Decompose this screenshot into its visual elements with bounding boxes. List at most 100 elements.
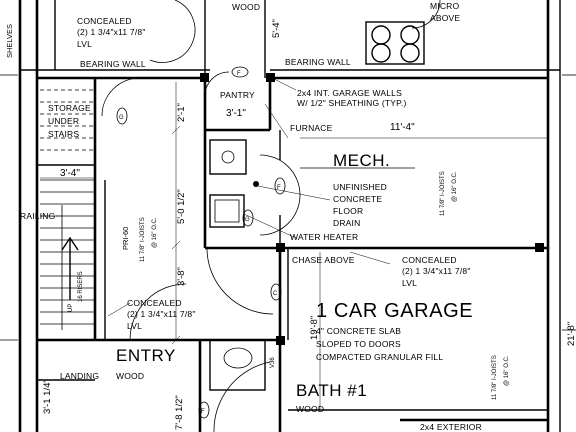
railing-label: RAILING	[20, 211, 55, 221]
column-block	[276, 336, 285, 345]
concrete-label: CONCRETE	[333, 194, 382, 204]
tag-circle	[231, 66, 249, 78]
tag-circle	[270, 283, 282, 301]
burner-icon	[371, 43, 391, 63]
water-heater-label: WATER HEATER	[290, 232, 358, 242]
up-arrow-icon	[61, 236, 79, 300]
joists-left-1: 11 7/8" I-JOISTS	[140, 217, 146, 262]
concealed-right-spec: (2) 1 3/4"x11 7/8"	[402, 266, 471, 276]
above-label: ABOVE	[430, 13, 460, 23]
joists-mech-1: 11 7/8" I-JOISTS	[440, 171, 446, 216]
doors	[101, 0, 441, 432]
tags	[116, 66, 286, 419]
floor-label: FLOOR	[333, 206, 363, 216]
column-block	[276, 243, 285, 252]
micro-label: MICRO	[430, 1, 460, 11]
column-block	[266, 73, 275, 82]
burner-icon	[371, 25, 391, 45]
tag-c: C	[273, 291, 278, 297]
joists-right-2: @ 16" O.C.	[504, 355, 510, 386]
landing-label: LANDING	[60, 371, 99, 381]
concealed-top-lvl: LVL	[77, 39, 92, 49]
bath-room-title: BATH #1	[296, 381, 367, 400]
tag-g2: G	[245, 217, 250, 223]
column-block	[200, 73, 209, 82]
bearing-wall-left-label: BEARING WALL	[80, 59, 146, 69]
leader-water-heater	[243, 213, 297, 239]
burner-icon	[400, 25, 420, 45]
wood-bath-label: WOOD	[296, 404, 324, 414]
tag-circle	[274, 177, 286, 195]
bath-door-swing	[213, 361, 271, 432]
concealed-left-spec: (2) 1 3/4"x11 7/8"	[127, 309, 196, 319]
labels: SHELVES WOOD MICRO ABOVE CONCEALED (2) 1…	[5, 1, 510, 432]
dim-5-4: 5'-4"	[271, 19, 282, 38]
exterior-label: 2x4 EXTERIOR	[420, 422, 482, 432]
risers-label: 16 RISERS	[78, 271, 84, 302]
pantry-door-swing	[204, 71, 230, 96]
tag-f3: F	[201, 409, 205, 415]
floor-drain-icon	[253, 181, 259, 187]
top-door-swing	[149, 0, 196, 63]
tag-circle	[116, 107, 128, 125]
garage-door-swing	[206, 247, 274, 315]
wood-top-label: WOOD	[232, 2, 260, 12]
fixtures	[200, 21, 544, 391]
burner-icon	[400, 43, 420, 63]
joists-mech-2: @ 16" O.C.	[452, 171, 458, 202]
utility-sink	[209, 194, 245, 228]
entry-door-swing	[129, 283, 187, 341]
dim-3-8: 3'-8"	[176, 267, 187, 286]
entry-room-title: ENTRY	[116, 346, 176, 365]
concealed-right-label: CONCEALED	[402, 255, 457, 265]
sink-basin	[214, 199, 240, 223]
concealed-left-lvl: LVL	[127, 321, 142, 331]
garage-walls-label: 2x4 INT. GARAGE WALLS	[297, 88, 402, 98]
dim-tick	[171, 335, 181, 345]
bath-vanity	[209, 339, 266, 391]
walls	[18, 0, 561, 432]
furnace-label: FURNACE	[290, 123, 333, 133]
joists-left-2: @ 16" O.C.	[152, 217, 158, 248]
leader-drain	[257, 185, 331, 201]
up-label: UP	[68, 304, 74, 312]
tag-circle	[242, 209, 254, 227]
sloped-label: SLOPED TO DOORS	[316, 339, 401, 349]
garage-room-title: 1 CAR GARAGE	[316, 300, 473, 322]
concealed-left-label: CONCEALED	[127, 298, 182, 308]
tag-circle	[198, 401, 210, 419]
dim-3-1: 3'-1"	[226, 108, 246, 119]
pantry-label: PANTRY	[220, 90, 255, 100]
shelves-label: SHELVES	[5, 24, 14, 58]
bath-sink	[223, 347, 253, 369]
dim-19-8: 19'-8"	[309, 316, 320, 340]
tag-g1: G	[119, 115, 124, 121]
concealed-right-lvl: LVL	[402, 278, 417, 288]
concealed-top-label: CONCEALED	[77, 16, 132, 26]
dimensions: 5'-4" 3'-1" 2'-1" 11'-4" 3'-4" 5'-0 1/2"…	[42, 19, 576, 430]
bearing-wall-right-label: BEARING WALL	[285, 57, 351, 67]
furnace-unit	[209, 139, 247, 175]
stairs	[40, 89, 95, 330]
dimension-lines	[0, 74, 576, 410]
dim-7-8-half: 7'-8 1/2"	[174, 395, 185, 430]
tag-v36: V36	[270, 357, 276, 368]
mech-bifold-swing	[259, 154, 301, 236]
unfinished-label: UNFINISHED	[333, 182, 387, 192]
dim-11-4: 11'-4"	[390, 122, 415, 133]
storage-label-2: UNDER	[48, 116, 79, 126]
dim-3-4: 3'-4"	[60, 168, 80, 179]
cooktop	[365, 21, 425, 65]
dim-tick	[171, 240, 181, 250]
mech-room-title: MECH.	[333, 151, 390, 170]
column-block	[535, 243, 544, 252]
dim-3-1q: 3'-1 1/4"	[42, 379, 53, 414]
wood-landing-label: WOOD	[116, 371, 144, 381]
chase-label: CHASE ABOVE	[292, 255, 355, 265]
tag-f2: F	[277, 185, 281, 191]
leader-furnace	[264, 103, 289, 139]
leader-concealed-left	[107, 302, 131, 317]
leader-garage-walls	[271, 77, 297, 91]
sheathing-label: W/ 1/2" SHEATHING (TYP.)	[297, 98, 407, 108]
